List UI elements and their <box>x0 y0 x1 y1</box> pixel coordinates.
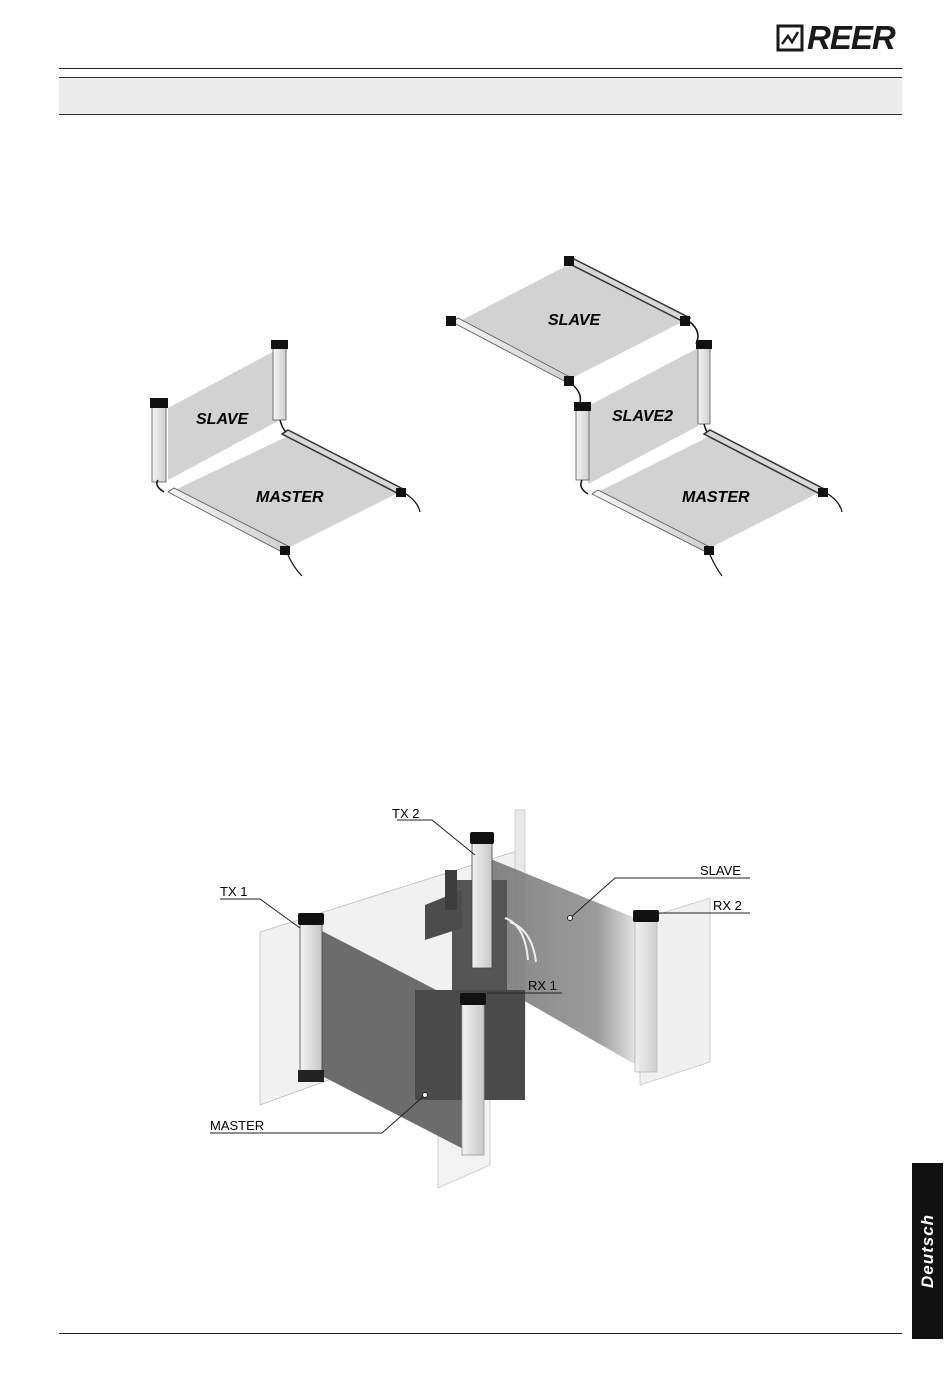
reer-logo-icon <box>776 20 806 56</box>
tx2-callout: TX 2 <box>392 806 419 821</box>
slave-tx-bar <box>152 402 166 482</box>
tx1-callout: TX 1 <box>220 884 247 899</box>
rx2-column <box>635 917 657 1072</box>
rx2-cap <box>633 910 659 922</box>
right-master-label: MASTER <box>682 489 750 506</box>
cascade-config-figure: SLAVE MASTER SLAVE SLAVE2 MASTER <box>130 240 850 590</box>
right-configuration: SLAVE SLAVE2 MASTER <box>446 256 842 576</box>
tx2-column <box>472 838 492 968</box>
language-label: Deutsch <box>918 1214 938 1288</box>
rx1-cap <box>460 993 486 1005</box>
master-rx-cap <box>396 488 406 497</box>
master-tx-cap <box>280 546 290 555</box>
left-slave-label: SLAVE <box>196 411 249 428</box>
language-tab: Deutsch <box>912 1163 943 1339</box>
reer-logo: REER <box>776 20 901 56</box>
master-callout: MASTER <box>210 1118 264 1133</box>
right-slave2-label: SLAVE2 <box>612 408 673 425</box>
tx2-cap <box>470 832 494 844</box>
tx1-column <box>300 920 322 1080</box>
brand-name: REER <box>807 20 895 56</box>
rx2-callout: RX 2 <box>713 898 742 913</box>
footer-rule <box>59 1333 902 1334</box>
tx1-cap <box>298 913 324 925</box>
header-rule <box>59 68 902 69</box>
right-slave-label: SLAVE <box>548 312 601 329</box>
left-master-label: MASTER <box>256 489 324 506</box>
rx1-column <box>462 1000 484 1155</box>
machine-guarding-figure: TX 2 TX 1 SLAVE RX 2 RX 1 MASTER <box>200 800 760 1195</box>
slave-rx-cap <box>271 340 288 349</box>
left-configuration: SLAVE MASTER <box>150 340 420 576</box>
section-title-band <box>59 77 902 115</box>
rx1-callout: RX 1 <box>528 978 557 993</box>
slave-callout: SLAVE <box>700 863 741 878</box>
slave-tx-cap <box>150 398 168 408</box>
slave-rx-bar <box>273 344 286 420</box>
